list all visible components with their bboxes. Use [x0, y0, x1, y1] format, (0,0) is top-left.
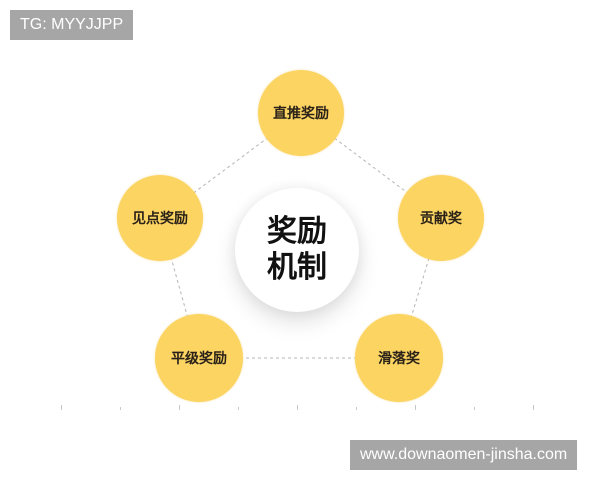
- node-spillover-reward: 滑落奖: [355, 314, 443, 402]
- center-title-line2: 机制: [267, 250, 327, 285]
- node-label: 滑落奖: [378, 351, 420, 367]
- node-label: 见点奖励: [132, 211, 188, 227]
- node-contribution-reward: 贡献奖: [398, 175, 484, 261]
- node-peer-level-reward: 平级奖励: [155, 314, 243, 402]
- node-label: 贡献奖: [420, 211, 462, 227]
- axis-tick: [474, 407, 475, 410]
- axis-tick: [415, 405, 416, 410]
- axis-tick: [179, 405, 180, 410]
- axis-tick: [533, 405, 534, 410]
- axis-tick: [120, 407, 121, 410]
- watermark-top: TG: MYYJJPP: [10, 10, 134, 40]
- axis-tick: [238, 407, 239, 410]
- center-circle: 奖励 机制: [235, 188, 359, 312]
- node-direct-referral-reward: 直推奖励: [258, 70, 344, 156]
- axis-tick: [297, 405, 298, 410]
- center-title-line1: 奖励: [267, 214, 327, 249]
- watermark-bottom: www.downaomen-jinsha.com: [350, 440, 578, 470]
- node-label: 平级奖励: [171, 351, 227, 367]
- node-label: 直推奖励: [273, 106, 329, 122]
- axis-tick: [61, 405, 62, 410]
- axis-tick: [356, 407, 357, 410]
- node-see-point-reward: 见点奖励: [117, 175, 203, 261]
